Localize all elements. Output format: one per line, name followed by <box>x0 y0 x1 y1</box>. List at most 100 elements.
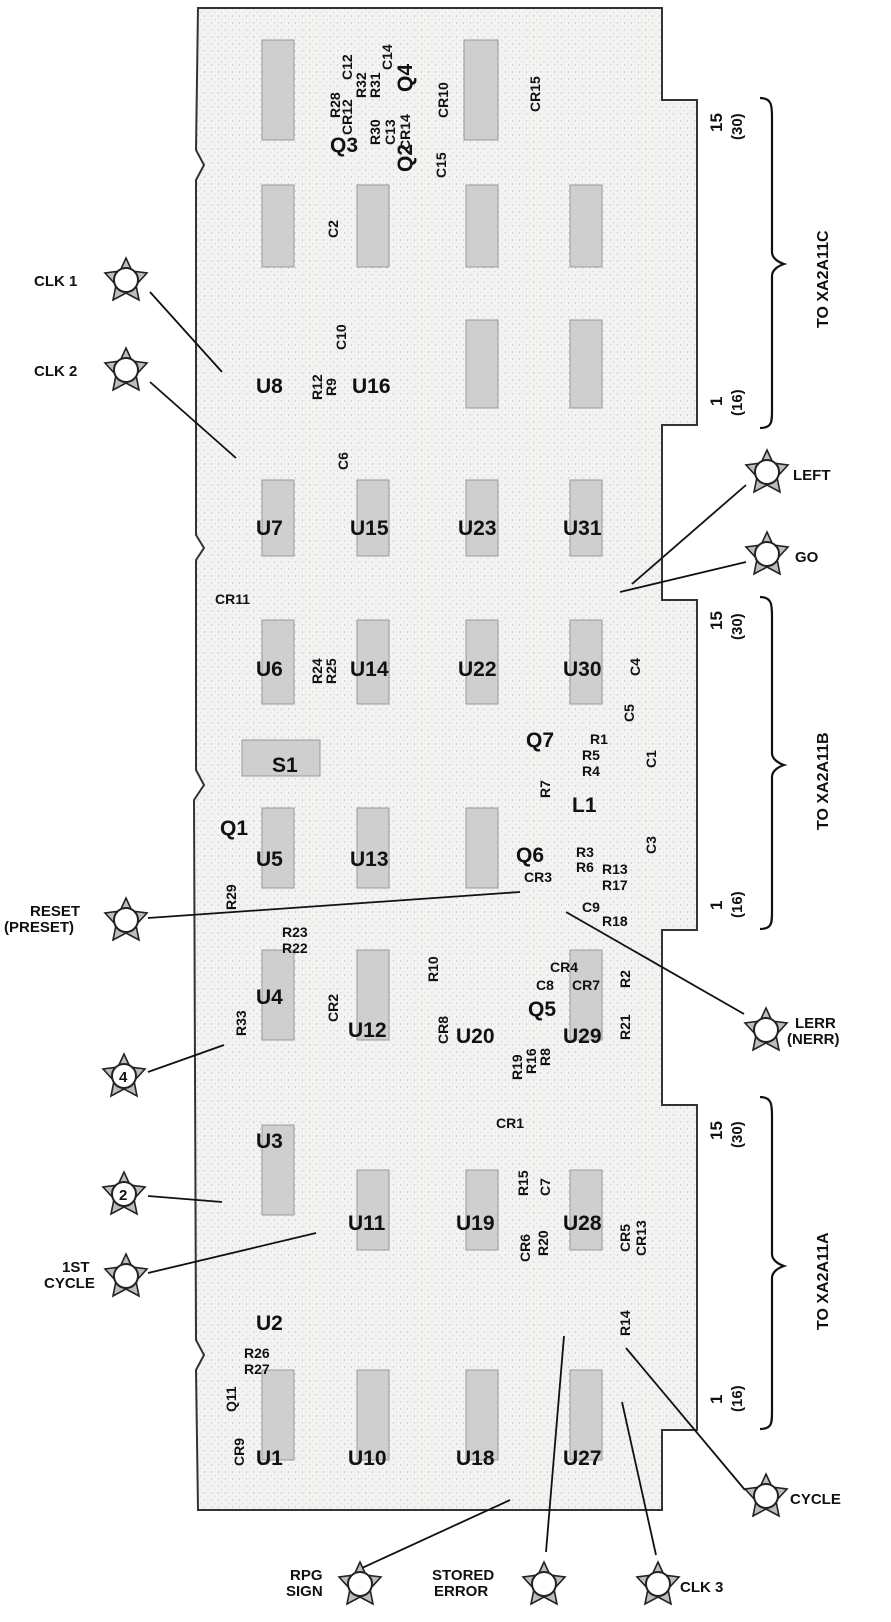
label-r13: R13 <box>602 861 628 877</box>
test-point-label: CYCLE <box>790 1491 841 1508</box>
test-point-cycle: CYCLE <box>744 1473 841 1517</box>
test-point-label: LERR <box>795 1015 836 1032</box>
connector-pin-bottom-alt: (16) <box>729 891 746 918</box>
label-r22: R22 <box>282 940 308 956</box>
test-point-label: GO <box>795 549 819 566</box>
label-r7: R7 <box>537 780 553 798</box>
label-cr6: CR6 <box>517 1234 533 1262</box>
label-q5: Q5 <box>528 998 556 1021</box>
label-cr15: CR15 <box>527 76 543 112</box>
ic-labels: U8 U16 U7 U15 U23 U31 U6 U14 U22 U30 U5 … <box>256 375 602 1470</box>
label-c2: C2 <box>325 220 341 238</box>
label-r19: R19 <box>509 1054 525 1080</box>
label-c1: C1 <box>643 750 659 768</box>
connector-pin-bottom: 1 <box>707 397 726 406</box>
test-point-go: GO <box>745 531 819 575</box>
ic-label-u12: U12 <box>348 1019 387 1042</box>
label-q1: Q1 <box>220 817 248 840</box>
label-cr11: CR11 <box>215 591 250 607</box>
test-point-lerr: LERR (NERR) <box>744 1007 840 1051</box>
connector-pin-top-alt: (30) <box>729 613 746 640</box>
ic-label-u3: U3 <box>256 1130 283 1153</box>
label-c10: C10 <box>333 324 349 350</box>
label-r31: R31 <box>367 72 383 98</box>
ic-label-u29: U29 <box>563 1025 602 1048</box>
ic-label-u7: U7 <box>256 517 283 540</box>
label-r8: R8 <box>537 1048 553 1066</box>
test-point-label: STORED <box>432 1567 494 1584</box>
connector-xa2a11c: 15 (30) 1 (16) TO XA2A11C <box>707 96 832 430</box>
label-r24: R24 <box>309 658 325 684</box>
test-point-label: RPG <box>290 1567 323 1584</box>
test-point-label: CLK 1 <box>34 273 77 290</box>
connector-pin-bottom-alt: (16) <box>729 1385 746 1412</box>
label-r27: R27 <box>244 1361 270 1377</box>
label-q6: Q6 <box>516 844 544 867</box>
connector-pin-bottom-alt: (16) <box>729 389 746 416</box>
component-labels: C14 C12 R28 CR12 R32 R31 Q4 CR10 CR15 R3… <box>215 44 659 1466</box>
label-cr1: CR1 <box>496 1115 524 1131</box>
label-cr5: CR5 <box>617 1224 633 1252</box>
test-point-sublabel: (PRESET) <box>4 919 74 936</box>
label-r32: R32 <box>353 72 369 98</box>
ic-label-u19: U19 <box>456 1212 495 1235</box>
ic-label-u2: U2 <box>256 1312 283 1335</box>
ic-label-u14: U14 <box>350 658 389 681</box>
label-r25: R25 <box>323 658 339 684</box>
ic-label-u13: U13 <box>350 848 389 871</box>
label-c7: C7 <box>537 1178 553 1196</box>
ic-label-u18: U18 <box>456 1447 495 1470</box>
label-r26: R26 <box>244 1345 270 1361</box>
test-point-rpg-sign: RPG SIGN <box>286 1561 382 1605</box>
ic-label-u30: U30 <box>563 658 602 681</box>
label-s1: S1 <box>272 754 298 777</box>
label-cr9: CR9 <box>231 1438 247 1466</box>
label-cr14: CR14 <box>397 114 413 150</box>
ic-footprints <box>241 39 603 1461</box>
label-r5: R5 <box>582 747 600 763</box>
label-cr8: CR8 <box>435 1016 451 1044</box>
test-point-reset: RESET (PRESET) <box>4 897 148 941</box>
leader-lines <box>147 291 747 1569</box>
label-r29: R29 <box>223 884 239 910</box>
test-point-2: 2 <box>102 1171 146 1215</box>
label-c5: C5 <box>621 704 637 722</box>
ic-label-u11: U11 <box>348 1212 386 1235</box>
connector-pin-bottom: 1 <box>707 901 726 910</box>
label-r33: R33 <box>233 1010 249 1036</box>
label-c13: C13 <box>382 119 398 145</box>
label-r20: R20 <box>535 1230 551 1256</box>
connector-pin-top-alt: (30) <box>729 113 746 140</box>
connector-xa2a11b: 15 (30) 1 (16) TO XA2A11B <box>707 595 832 931</box>
label-c4: C4 <box>627 658 643 676</box>
label-r18: R18 <box>602 913 628 929</box>
label-c9: C9 <box>582 899 600 915</box>
label-c12: C12 <box>339 54 355 80</box>
ic-label-u16: U16 <box>352 375 391 398</box>
test-point-label: CLK 3 <box>680 1579 723 1596</box>
label-c8: C8 <box>536 977 554 993</box>
test-point-clk3: CLK 3 <box>636 1561 723 1605</box>
label-cr10: CR10 <box>435 82 451 118</box>
label-cr3: CR3 <box>524 869 552 885</box>
ic-label-u27: U27 <box>563 1447 602 1470</box>
label-r4: R4 <box>582 763 600 779</box>
label-r2: R2 <box>617 970 633 988</box>
label-q11: Q11 <box>223 1386 239 1412</box>
label-cr13: CR13 <box>633 1220 649 1256</box>
test-point-label: 4 <box>119 1069 128 1086</box>
label-r10: R10 <box>425 956 441 982</box>
ic-label-u5: U5 <box>256 848 283 871</box>
label-r23: R23 <box>282 924 308 940</box>
test-point-left: LEFT <box>745 449 831 493</box>
label-r14: R14 <box>617 1310 633 1336</box>
label-l1: L1 <box>572 794 597 817</box>
connector-label: TO XA2A11C <box>815 230 832 328</box>
label-r15: R15 <box>515 1170 531 1196</box>
label-r3: R3 <box>576 844 594 860</box>
label-c6: C6 <box>335 452 351 470</box>
connector-pin-top: 15 <box>707 611 726 630</box>
test-point-sublabel: CYCLE <box>44 1275 95 1292</box>
label-q4: Q4 <box>394 64 417 92</box>
label-c3: C3 <box>643 836 659 854</box>
